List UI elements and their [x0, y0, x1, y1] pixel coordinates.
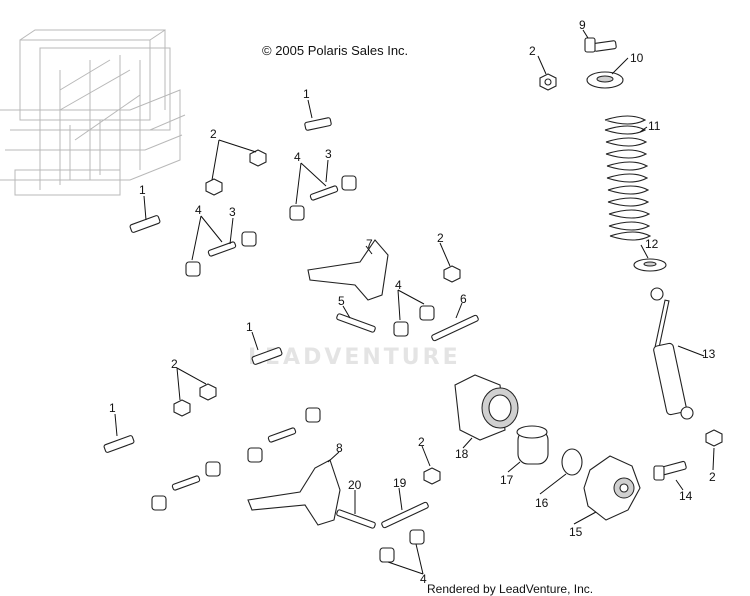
watermark-text: LEADVENTURE — [248, 345, 461, 370]
callout-1: 1 — [246, 320, 253, 334]
callout-7: 7 — [366, 237, 373, 251]
nut-2-right — [705, 429, 723, 447]
bolt-9 — [584, 37, 617, 53]
callout-4: 4 — [395, 278, 402, 292]
callout-5: 5 — [338, 294, 345, 308]
vehicle-frame-drawing — [0, 29, 186, 196]
hardware-group — [103, 117, 479, 563]
callout-2: 2 — [437, 231, 444, 245]
callout-12: 12 — [645, 237, 659, 251]
callout-14: 14 — [679, 489, 693, 503]
callout-16: 16 — [535, 496, 549, 510]
callout-1: 1 — [109, 401, 116, 415]
callout-20: 20 — [348, 478, 362, 492]
copyright-text: © 2005 Polaris Sales Inc. — [262, 43, 408, 58]
callout-3: 3 — [325, 147, 332, 161]
callout-2: 2 — [529, 44, 536, 58]
hub-15 — [583, 455, 641, 521]
callout-4: 4 — [294, 150, 301, 164]
snap-ring-16 — [561, 448, 583, 476]
spring-11 — [604, 115, 652, 241]
callout-13: 13 — [702, 347, 716, 361]
footer-text: Rendered by LeadVenture, Inc. — [427, 582, 593, 596]
leader-lines — [114, 29, 715, 575]
callout-8: 8 — [336, 441, 343, 455]
bolt-14 — [653, 460, 687, 481]
washer-12 — [633, 258, 667, 272]
callout-2: 2 — [210, 127, 217, 141]
lower-a-arm-8 — [247, 459, 341, 526]
callout-4: 4 — [420, 572, 427, 586]
callout-19: 19 — [393, 476, 407, 490]
shock-absorber-13 — [650, 287, 694, 420]
callout-4: 4 — [195, 203, 202, 217]
callout-9: 9 — [579, 18, 586, 32]
washer-10 — [586, 71, 624, 89]
callout-11: 11 — [648, 119, 661, 133]
callout-2: 2 — [171, 357, 178, 371]
callout-18: 18 — [455, 447, 469, 461]
callout-17: 17 — [500, 473, 514, 487]
callout-6: 6 — [460, 292, 467, 306]
bearing-17 — [516, 425, 549, 465]
callout-2: 2 — [418, 435, 425, 449]
callout-2: 2 — [709, 470, 716, 484]
upper-a-arm-7 — [307, 239, 389, 301]
callout-1: 1 — [139, 183, 146, 197]
callout-15: 15 — [569, 525, 583, 539]
callout-3: 3 — [229, 205, 236, 219]
knuckle-18 — [454, 374, 519, 441]
callout-10: 10 — [630, 51, 644, 65]
callout-1: 1 — [303, 87, 310, 101]
callout-labels: 9 2 10 1 2 11 4 3 1 4 3 7 2 12 5 4 6 1 1… — [109, 18, 716, 586]
nut-2-top — [539, 73, 557, 91]
